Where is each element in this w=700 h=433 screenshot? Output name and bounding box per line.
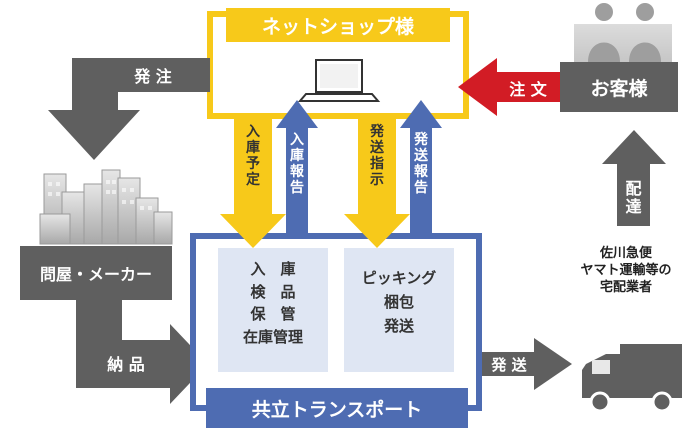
ship-report-label-text: 発送報告: [414, 132, 428, 196]
distribution-label: 配達: [617, 179, 650, 226]
stock-report-label-text: 入庫報告: [290, 132, 304, 196]
ship-instruction-label: 発送指示: [358, 124, 396, 214]
stock-schedule-label-text: 入庫予定: [246, 124, 260, 188]
ship-instruction-label-text: 発送指示: [370, 124, 384, 188]
left-task-panel: [218, 248, 328, 372]
stock-report-arrow: [276, 100, 318, 236]
vertical-char: 定: [246, 172, 260, 189]
carriers-line1: 佐川急便: [599, 246, 652, 261]
company-title: 共立トランスポート: [251, 398, 423, 421]
order-in-arrow: [458, 58, 560, 116]
carriers-text: 佐川急便 ヤマト運輸等の 宅配業者: [560, 246, 692, 297]
dispatch-arrow: [482, 338, 572, 390]
distribution-arrow: [602, 130, 666, 226]
order-in-label: 注 文: [509, 80, 547, 99]
delivery-truck-icon: [582, 344, 682, 413]
customer-box: [560, 62, 678, 112]
vertical-char: 報: [290, 164, 304, 181]
left-panel-line3: 保 管: [250, 305, 296, 323]
vertical-char: 発: [370, 124, 384, 140]
vertical-char: 示: [370, 172, 384, 189]
laptop-icon: [297, 59, 381, 102]
left-panel-line4: 在庫管理: [242, 327, 303, 346]
wholesaler-title: 問屋・メーカー: [39, 265, 152, 284]
vertical-char: 告: [414, 180, 428, 197]
vertical-char: 報: [414, 164, 428, 181]
delivery-label: 納 品: [107, 355, 145, 374]
vertical-char: 送: [370, 140, 384, 157]
shop-title-bar: [226, 8, 450, 42]
order-out-label: 発 注: [134, 67, 172, 86]
building-windows: [48, 180, 152, 210]
stock-schedule-arrow: [220, 118, 286, 248]
vertical-char: 告: [290, 180, 304, 197]
customer-title: お客様: [590, 77, 648, 100]
vertical-char: 送: [414, 148, 428, 165]
stock-schedule-label: 入庫予定: [234, 124, 272, 214]
right-panel-text: ピッキング 梱包 発送: [344, 266, 454, 338]
vertical-char: 配: [625, 179, 642, 198]
vertical-char: 庫: [290, 148, 304, 165]
vertical-char: 発: [414, 132, 428, 148]
left-panel-line1: 入 庫: [250, 260, 296, 278]
left-panel-text: 入 庫 検 品 保 管 在庫管理: [218, 258, 328, 348]
stock-report-label: 入庫報告: [286, 132, 308, 232]
vertical-char: 入: [290, 132, 304, 148]
vertical-char: 指: [370, 156, 384, 173]
vertical-char: 達: [625, 197, 642, 217]
carriers-line2: ヤマト運輸等の: [580, 262, 672, 278]
right-panel-line2: 梱包: [383, 293, 414, 311]
ship-report-label: 発送報告: [410, 132, 432, 232]
vertical-char: 入: [246, 124, 260, 140]
vertical-char: 庫: [246, 140, 260, 157]
ship-instruction-arrow: [344, 118, 410, 248]
carriers-line3: 宅配業者: [599, 279, 652, 295]
right-panel-line1: ピッキング: [361, 269, 437, 287]
delivery-arrow: [76, 300, 208, 404]
distribution-label-text: 配達: [625, 179, 642, 217]
dispatch-label: 発 送: [491, 355, 527, 374]
vertical-char: 予: [246, 156, 260, 173]
right-panel-line3: 発送: [383, 317, 414, 335]
shop-title: ネットショップ様: [261, 15, 414, 38]
left-panel-line2: 検 品: [250, 282, 296, 301]
company-title-bar: [206, 388, 468, 428]
wholesaler-box: [20, 246, 172, 300]
right-task-panel: [344, 248, 454, 372]
ship-report-arrow: [400, 100, 442, 236]
order-out-arrow: [48, 58, 210, 160]
customer-figure-icon: [574, 3, 672, 66]
